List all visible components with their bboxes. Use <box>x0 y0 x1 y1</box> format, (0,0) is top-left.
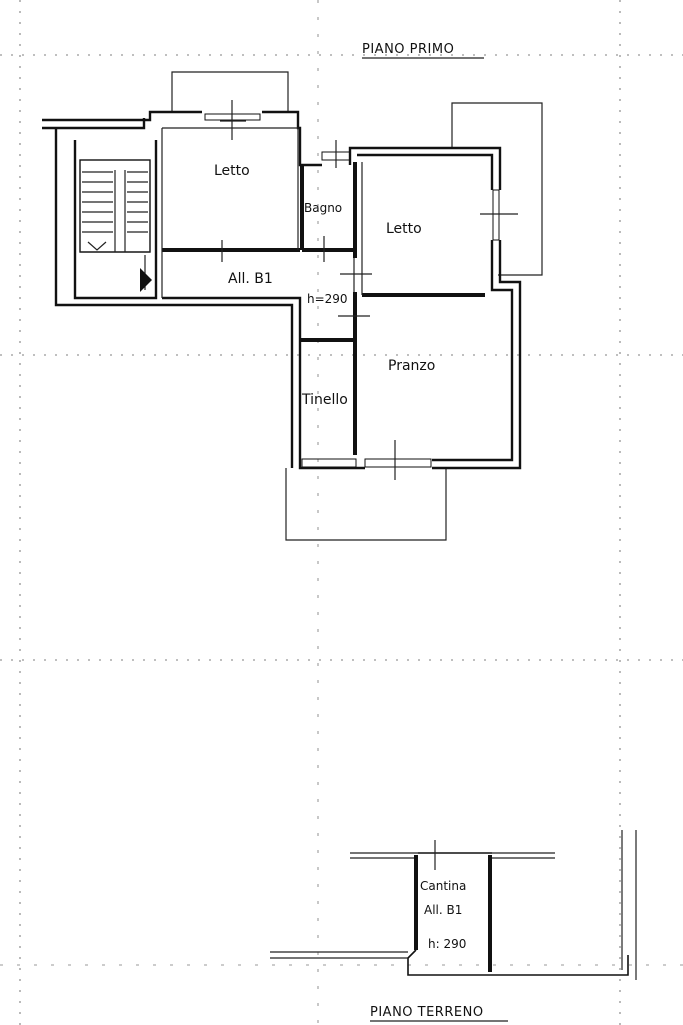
upper-floor-plan: PIANO PRIMO Letto Bagno Letto All. B1 h=… <box>42 42 543 541</box>
room-label-letto-right: Letto <box>386 221 422 237</box>
height-label-upper: h=290 <box>307 292 348 306</box>
room-label-tinello: Tinello <box>301 392 348 408</box>
room-label-cantina: Cantina <box>420 879 466 893</box>
height-label-ground: h: 290 <box>428 937 466 951</box>
ground-floor-title: PIANO TERRENO <box>370 1005 484 1020</box>
upper-floor-title: PIANO PRIMO <box>362 42 454 57</box>
room-label-corridor: All. B1 <box>228 271 273 287</box>
room-label-pranzo: Pranzo <box>388 358 435 374</box>
door-marks <box>220 100 518 480</box>
room-label-cantina-all: All. B1 <box>424 903 462 917</box>
room-label-bagno: Bagno <box>304 201 342 215</box>
ground-floor-plan: Cantina All. B1 h: 290 PIANO TERRENO <box>270 830 637 1022</box>
staircase <box>79 159 152 292</box>
room-label-letto-left: Letto <box>214 163 250 179</box>
